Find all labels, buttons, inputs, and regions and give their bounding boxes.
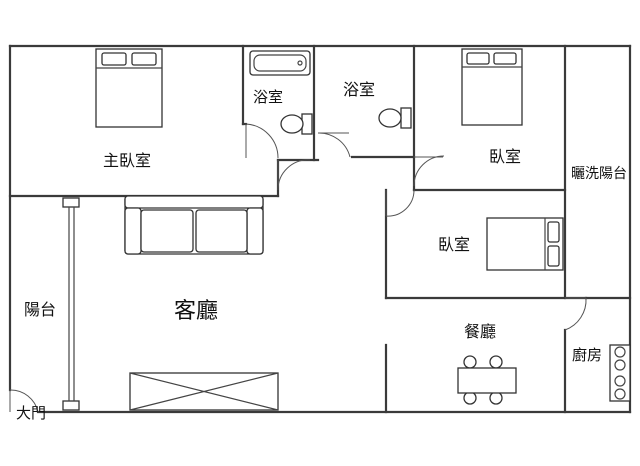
main-door-label: 大門 — [16, 404, 46, 422]
room-label-laundry-balcony: 曬洗陽台 — [571, 166, 627, 182]
balcony-sliding-door — [62, 197, 80, 411]
stove-icon — [609, 344, 631, 402]
room-label-bathroom-1: 浴室 — [253, 88, 283, 106]
bathtub-icon — [249, 50, 311, 76]
room-label-master-bedroom: 主臥室 — [103, 151, 151, 170]
room-label-bathroom-2: 浴室 — [343, 80, 375, 99]
bed-icon — [486, 217, 564, 271]
room-label-kitchen: 廚房 — [572, 346, 602, 364]
toilet-icon — [280, 113, 313, 135]
bed-icon — [461, 48, 523, 126]
sofa-icon — [124, 195, 264, 255]
tv-cabinet-icon — [129, 372, 279, 411]
room-label-bedroom-2: 臥室 — [438, 235, 470, 254]
room-label-bedroom-1: 臥室 — [489, 147, 521, 166]
dining-table-icon — [457, 355, 517, 405]
doors — [9, 123, 587, 413]
toilet-icon — [378, 107, 412, 129]
room-label-balcony: 陽台 — [24, 300, 56, 319]
bed-icon — [95, 48, 163, 128]
room-label-dining-room: 餐廳 — [464, 322, 496, 341]
room-label-living-room: 客廳 — [174, 299, 218, 324]
exterior-walls — [8, 44, 632, 414]
